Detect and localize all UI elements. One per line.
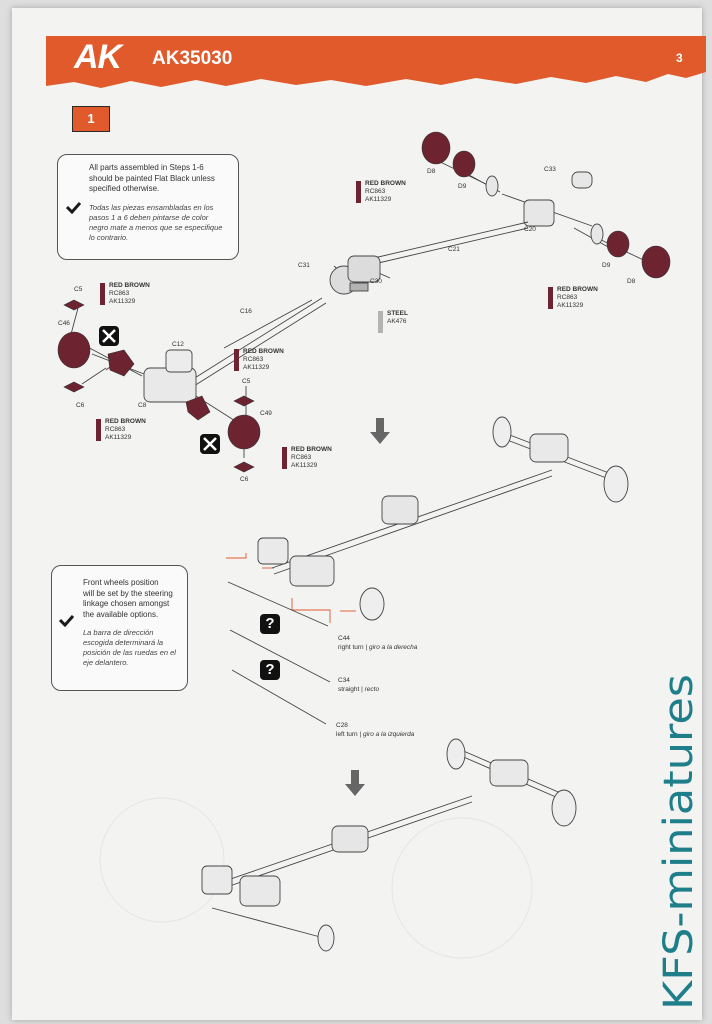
check-icon	[58, 614, 75, 628]
part-label-c5-mid: C5	[242, 378, 251, 385]
option-c34: C34 straight | recto	[338, 677, 380, 693]
part-label-c12: C12	[172, 341, 184, 348]
part-label-c16: C16	[240, 308, 252, 315]
kit-code: AK35030	[152, 48, 233, 69]
watermark-text: KFS-miniatures	[656, 674, 702, 1010]
part-label-d8-right: D8	[627, 278, 636, 285]
part-label-c6-mid: C6	[240, 476, 249, 483]
assembly-diagram	[57, 131, 671, 959]
option-c44: C44 right turn | giro a la derecha	[338, 635, 418, 651]
watermark: KFS-miniatures	[656, 674, 702, 1010]
part-label-c21: C21	[448, 246, 460, 253]
part-label-c20: C20	[524, 226, 536, 233]
instruction-sheet: AK AK35030 3 1 All parts assembled in St…	[12, 8, 706, 1020]
part-label-c31: C31	[298, 262, 310, 269]
part-label-c46: C46	[58, 320, 70, 327]
brand-logo: AK	[74, 38, 122, 76]
header-banner	[46, 36, 706, 88]
option-c28: C28 left turn | giro a la izquierda	[336, 722, 415, 738]
part-label-c5: C5	[74, 286, 83, 293]
part-label-c6: C6	[76, 402, 85, 409]
question-icon: ?	[260, 660, 280, 680]
part-label-d8: D8	[427, 168, 436, 175]
part-label-c30: C30	[370, 278, 382, 285]
part-label-c33: C33	[544, 166, 556, 173]
question-icon: ?	[260, 614, 280, 634]
part-label-d9: D9	[458, 183, 467, 190]
page-number: 3	[676, 51, 683, 65]
step-number-badge: 1	[72, 106, 110, 132]
part-label-c49: C49	[260, 410, 272, 417]
part-label-d9-right: D9	[602, 262, 611, 269]
part-label-c8: C8	[138, 402, 147, 409]
tool-icons	[99, 326, 220, 454]
check-icon	[65, 201, 82, 215]
